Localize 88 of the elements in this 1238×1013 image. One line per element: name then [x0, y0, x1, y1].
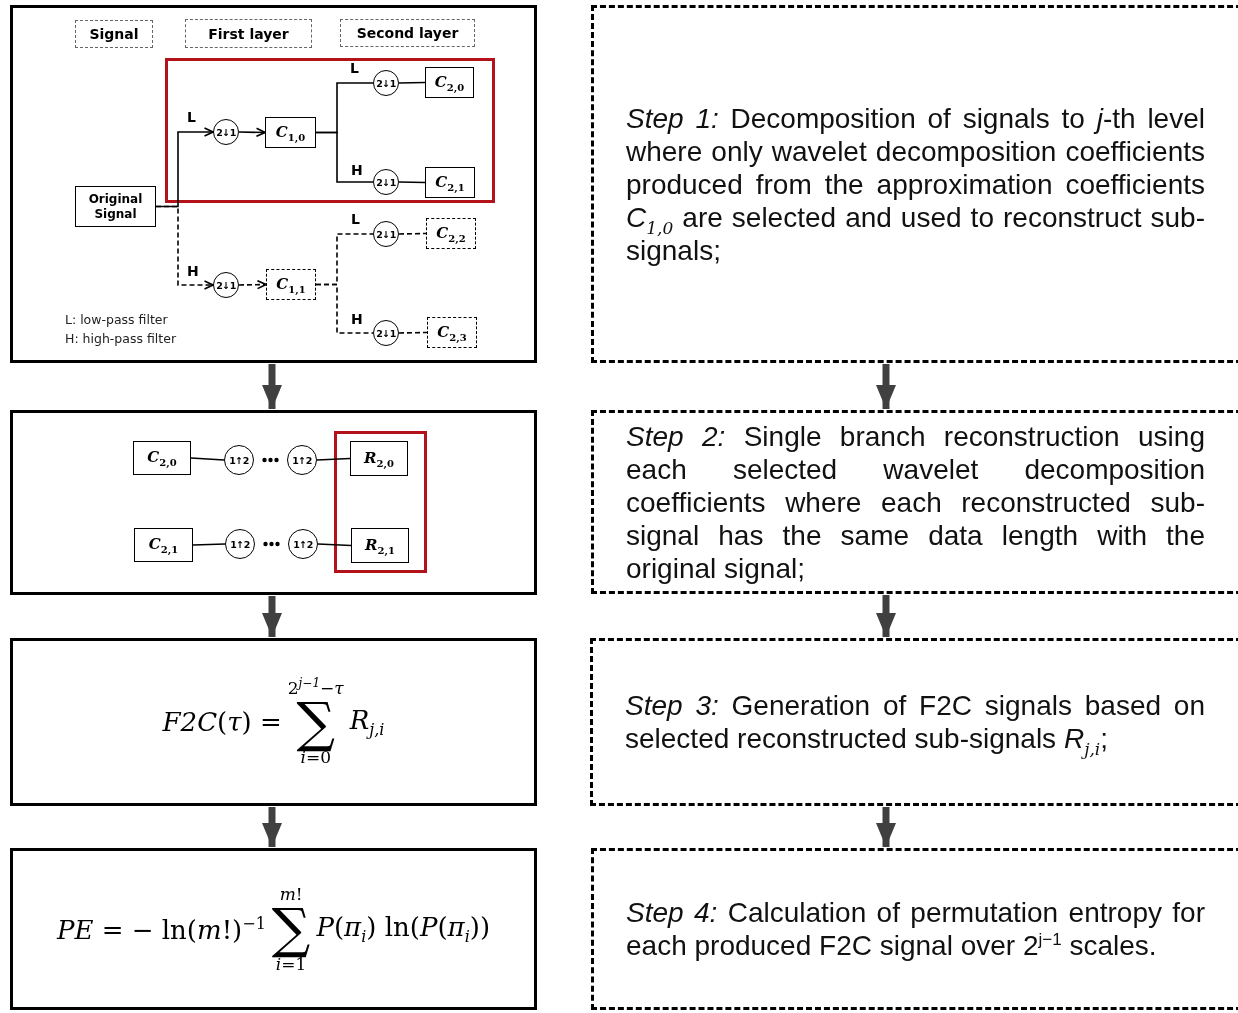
step-box	[590, 638, 1238, 806]
coefficient-box	[266, 269, 316, 300]
coefficient-label: R$_{2,0}$	[364, 448, 394, 469]
step-box	[591, 5, 1238, 363]
coefficient-box	[133, 441, 191, 475]
downsampler-circle	[373, 169, 399, 195]
panel-box	[10, 410, 537, 595]
upsample-label: 1↑2	[293, 538, 313, 550]
coefficient-label: C$_{2,1}$	[148, 535, 179, 555]
connector-line	[317, 543, 352, 547]
connector-line	[398, 331, 428, 334]
formula-panel	[10, 638, 537, 806]
coefficient-label: C$_{2,3}$	[437, 322, 467, 343]
step-box	[591, 848, 1238, 1010]
upsample-label: 1↑2	[229, 454, 249, 466]
downsample-label: 2↓1	[376, 228, 396, 240]
downsample-label: 2↓1	[376, 176, 396, 188]
coefficient-label: C$_{2,2}$	[436, 223, 466, 244]
connector-line	[398, 81, 426, 84]
formula-text: F2C(τ) =	[162, 707, 282, 737]
connector-line	[315, 131, 374, 183]
layer-header-box	[185, 19, 312, 48]
coefficient-box	[426, 218, 476, 249]
upsampler-circle	[225, 529, 255, 559]
edge-label: H	[350, 312, 364, 326]
coefficient-box	[134, 528, 193, 562]
coefficient-box	[350, 441, 408, 476]
downsample-label: 2↓1	[376, 77, 396, 89]
downsample-label: 2↓1	[216, 126, 236, 138]
sum-upper-limit: m!	[279, 884, 303, 904]
connector-line	[190, 457, 225, 461]
layer-header: Second layer	[356, 25, 459, 41]
step-description: Step 1: Decomposition of signals to j-th level where only wavelet decomposition coefficients produced from the approximation coefficients C$_{1,0}$ are selected and used to reconstruct sub-signals;	[626, 101, 1205, 267]
layer-header-box	[75, 20, 153, 48]
step-box	[591, 410, 1238, 594]
edge-label: H	[186, 264, 200, 278]
signal-box	[75, 186, 156, 227]
arrow	[155, 205, 214, 290]
sum-upper-limit: 2$^{j−1}$−τ	[287, 676, 344, 698]
highlight-frame	[334, 431, 427, 573]
connector-line	[398, 232, 427, 235]
connector-line	[315, 283, 374, 334]
formula-text: PE = − ln(m!)$^{−1}$	[56, 913, 266, 945]
arrow	[238, 279, 267, 290]
coefficient-box	[425, 167, 475, 198]
downsampler-circle	[373, 70, 399, 96]
coefficient-label: R$_{2,1}$	[365, 535, 395, 556]
edge-label: L	[349, 61, 360, 75]
upsampler-circle	[288, 529, 318, 559]
edge-label: L	[186, 110, 197, 124]
downsampler-circle	[213, 272, 239, 298]
connector-line	[316, 457, 351, 461]
downsampler-circle	[213, 119, 239, 145]
highlight-frame	[165, 58, 495, 203]
coefficient-box	[427, 317, 477, 348]
panel-box	[10, 5, 537, 363]
coefficient-box	[351, 528, 409, 563]
arrow	[238, 127, 266, 138]
step-description: Step 2: Single branch reconstruction using each selected wavelet decomposition coefficients where each reconstructed sub-signal has the same data length with the original signal;	[626, 419, 1205, 585]
coefficient-label: C$_{2,0}$	[434, 72, 465, 93]
downsample-label: 2↓1	[216, 279, 236, 291]
upsampler-circle	[224, 445, 254, 475]
formula-text: R$_{j,i}$	[349, 704, 385, 740]
edge-label: H	[350, 163, 364, 177]
downsampler-circle	[373, 320, 399, 346]
connector-line	[398, 181, 426, 184]
formula-panel	[10, 848, 537, 1010]
downsample-label: 2↓1	[376, 327, 396, 339]
step-description: Step 4: Calculation of permutation entropy for each produced F2C signal over 2$^{j−1}$ scales.	[626, 896, 1205, 962]
coefficient-label: C$_{2,0}$	[147, 448, 177, 468]
upsample-label: 1↑2	[230, 538, 250, 550]
downsampler-circle	[373, 221, 399, 247]
upsample-label: 1↑2	[292, 454, 312, 466]
edge-label: L	[350, 212, 361, 226]
signal-label: Original Signal	[87, 191, 144, 222]
coefficient-box	[425, 67, 474, 98]
legend-note: H: high-pass filter	[65, 331, 177, 346]
legend-note: L: low-pass filter	[65, 312, 168, 327]
coefficient-label: C$_{1,1}$	[276, 274, 306, 295]
coefficient-label: C$_{2,1}$	[435, 172, 465, 193]
coefficient-label: C$_{1,0}$	[275, 122, 306, 143]
layer-header: First layer	[208, 25, 289, 42]
layer-header: Signal	[89, 26, 139, 42]
connector-line	[192, 543, 226, 546]
coefficient-box	[265, 117, 316, 148]
formula-text: P(π$_{i}$) ln(P(π$_{i}$))	[316, 911, 491, 947]
layer-header-box	[340, 19, 475, 47]
upsampler-circle	[287, 445, 317, 475]
